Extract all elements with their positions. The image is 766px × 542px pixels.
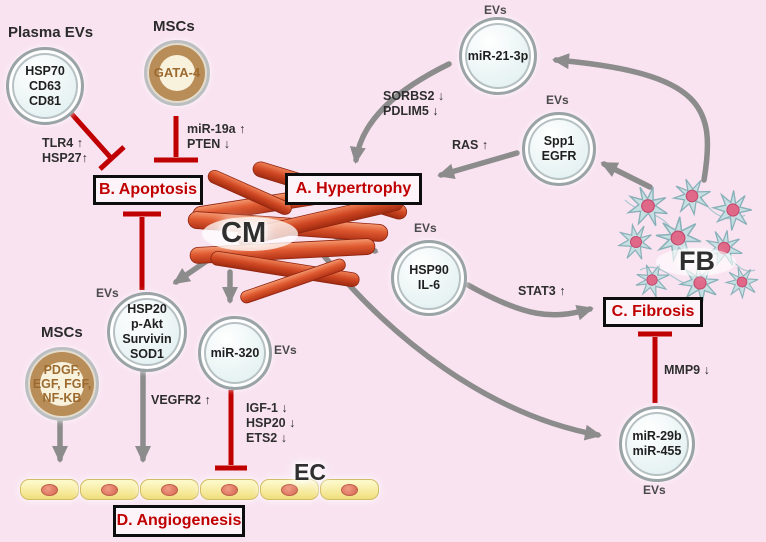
hypertrophy-label: A. Hypertrophy	[295, 180, 412, 197]
fb-label: FB	[679, 246, 715, 276]
mmp9-label: MMP9 ↓	[664, 363, 710, 377]
msc-pdgf-circle: PDGF, EGF, FGF, NF-KB	[25, 347, 99, 421]
msc-pdgf-title: MSCs	[41, 324, 83, 341]
arrow-mir21-to-hypertrophy	[349, 61, 452, 164]
ec-label: EC	[294, 459, 326, 485]
tlr4-hsp27-label: TLR4 ↑ HSP27↑	[42, 136, 88, 166]
ec-cell	[320, 479, 379, 500]
ec-cell	[20, 479, 79, 500]
mir320-circle: miR-320	[198, 316, 272, 390]
mir21-label: miR-21-3p	[467, 48, 529, 63]
hsp90-ev-tag: EVs	[414, 221, 437, 235]
ec-nucleus	[221, 483, 238, 496]
mir21-ev-tag: EVs	[484, 3, 507, 17]
angiogenesis-label: D. Angiogenesis	[116, 512, 242, 529]
fibrosis-box: C. Fibrosis	[603, 297, 703, 327]
hsp90-line1: HSP90	[409, 263, 449, 277]
msc-pdgf-line1: PDGF,	[43, 363, 81, 377]
inhibit-mir320-to-ec	[215, 390, 247, 471]
msc-pdgf-line3: NF-KB	[42, 391, 82, 405]
gata4-label: GATA-4	[153, 65, 201, 80]
ec-nucleus	[101, 483, 118, 496]
pten-label: PTEN ↓	[187, 137, 231, 151]
fibroblast-illustration	[612, 172, 763, 310]
mir21-circle: miR-21-3p	[459, 17, 537, 95]
sorbs2-label: SORBS2 ↓	[383, 89, 445, 103]
hsp20-line4: SOD1	[129, 347, 165, 361]
plasma-evs-title: Plasma EVs	[8, 24, 94, 41]
ec-nucleus	[281, 483, 298, 496]
ec-nucleus	[161, 483, 178, 496]
apoptosis-box: B. Apoptosis	[93, 175, 203, 205]
ec-nucleus	[41, 483, 58, 496]
inhibit-hsp20-to-apoptosis	[123, 211, 161, 290]
msc-pdgf-line2: EGF, FGF,	[32, 377, 92, 391]
hsp20-line3: Survivin	[122, 332, 172, 346]
spp1-circle: Spp1 EGFR	[522, 112, 596, 186]
tlr4-label: TLR4 ↑	[42, 136, 83, 150]
plasma-evs-circle: HSP70 CD63 CD81	[6, 47, 84, 125]
hsp20-circle: HSP20 p-Akt Survivin SOD1	[107, 292, 187, 372]
arrow-hsp90-to-fibrosis	[465, 282, 594, 321]
endothelial-cell-strip	[20, 479, 379, 500]
arrow-fb-to-mir21	[552, 53, 711, 183]
hsp27-label: HSP27↑	[42, 151, 88, 165]
pdlim5-label: PDLIM5 ↓	[383, 104, 439, 118]
mir19a-label: miR-19a ↑	[187, 122, 246, 136]
arrow-spp1-to-hypertrophy	[437, 150, 520, 180]
plasma-evs-line3: CD81	[29, 93, 61, 108]
ets2-label: ETS2 ↓	[246, 431, 287, 445]
fibrosis-label: C. Fibrosis	[611, 303, 695, 320]
arrow-fb-to-spp1	[600, 161, 653, 190]
igf-hsp20-ets2-label: IGF-1 ↓ HSP20 ↓ ETS2 ↓	[246, 401, 295, 446]
sorbs2-pdlim5-label: SORBS2 ↓ PDLIM5 ↓	[383, 89, 444, 119]
msc-gata-title: MSCs	[153, 18, 195, 35]
apoptosis-label: B. Apoptosis	[98, 181, 198, 198]
cm-label: CM	[221, 217, 267, 249]
ec-cell	[200, 479, 259, 500]
hsp20-line1: HSP20	[127, 302, 167, 316]
ec-cell	[260, 479, 319, 500]
spp1-line1: Spp1	[543, 134, 575, 148]
plasma-evs-line1: HSP70	[25, 63, 65, 78]
hsp20-ev-tag: EVs	[96, 286, 119, 300]
spp1-line2: EGFR	[541, 149, 577, 163]
hypertrophy-box: A. Hypertrophy	[285, 173, 422, 205]
mir29-circle: miR-29b miR-455	[619, 406, 695, 482]
spp1-ev-tag: EVs	[546, 93, 569, 107]
inhibit-mir29-to-fibrosis	[638, 331, 672, 403]
ec-nucleus	[341, 483, 358, 496]
angiogenesis-box: D. Angiogenesis	[113, 505, 245, 537]
hsp20-down-label: HSP20 ↓	[246, 416, 296, 430]
inhibit-plasmaevs-to-apoptosis	[68, 110, 126, 171]
ec-cell	[140, 479, 199, 500]
hsp20-line2: p-Akt	[131, 317, 163, 331]
mir29-line1: miR-29b	[632, 429, 682, 443]
stat3-label: STAT3 ↑	[518, 284, 566, 298]
inhibit-gata4-to-apoptosis	[154, 116, 198, 163]
ras-label: RAS ↑	[452, 138, 489, 152]
igf1-label: IGF-1 ↓	[246, 401, 288, 415]
mir320-label: miR-320	[210, 345, 260, 360]
mir320-ev-tag: EVs	[274, 343, 297, 357]
msc-gata-circle: GATA-4	[144, 40, 210, 106]
vegfr2-label: VEGFR2 ↑	[151, 393, 211, 407]
hsp90-circle: HSP90 IL-6	[391, 240, 467, 316]
hsp90-line2: IL-6	[417, 278, 441, 292]
mir19a-pten-label: miR-19a ↑ PTEN ↓	[187, 122, 245, 152]
mir29-ev-tag: EVs	[643, 483, 666, 497]
plasma-evs-line2: CD63	[29, 78, 61, 93]
ec-cell	[80, 479, 139, 500]
mir29-line2: miR-455	[632, 444, 682, 458]
